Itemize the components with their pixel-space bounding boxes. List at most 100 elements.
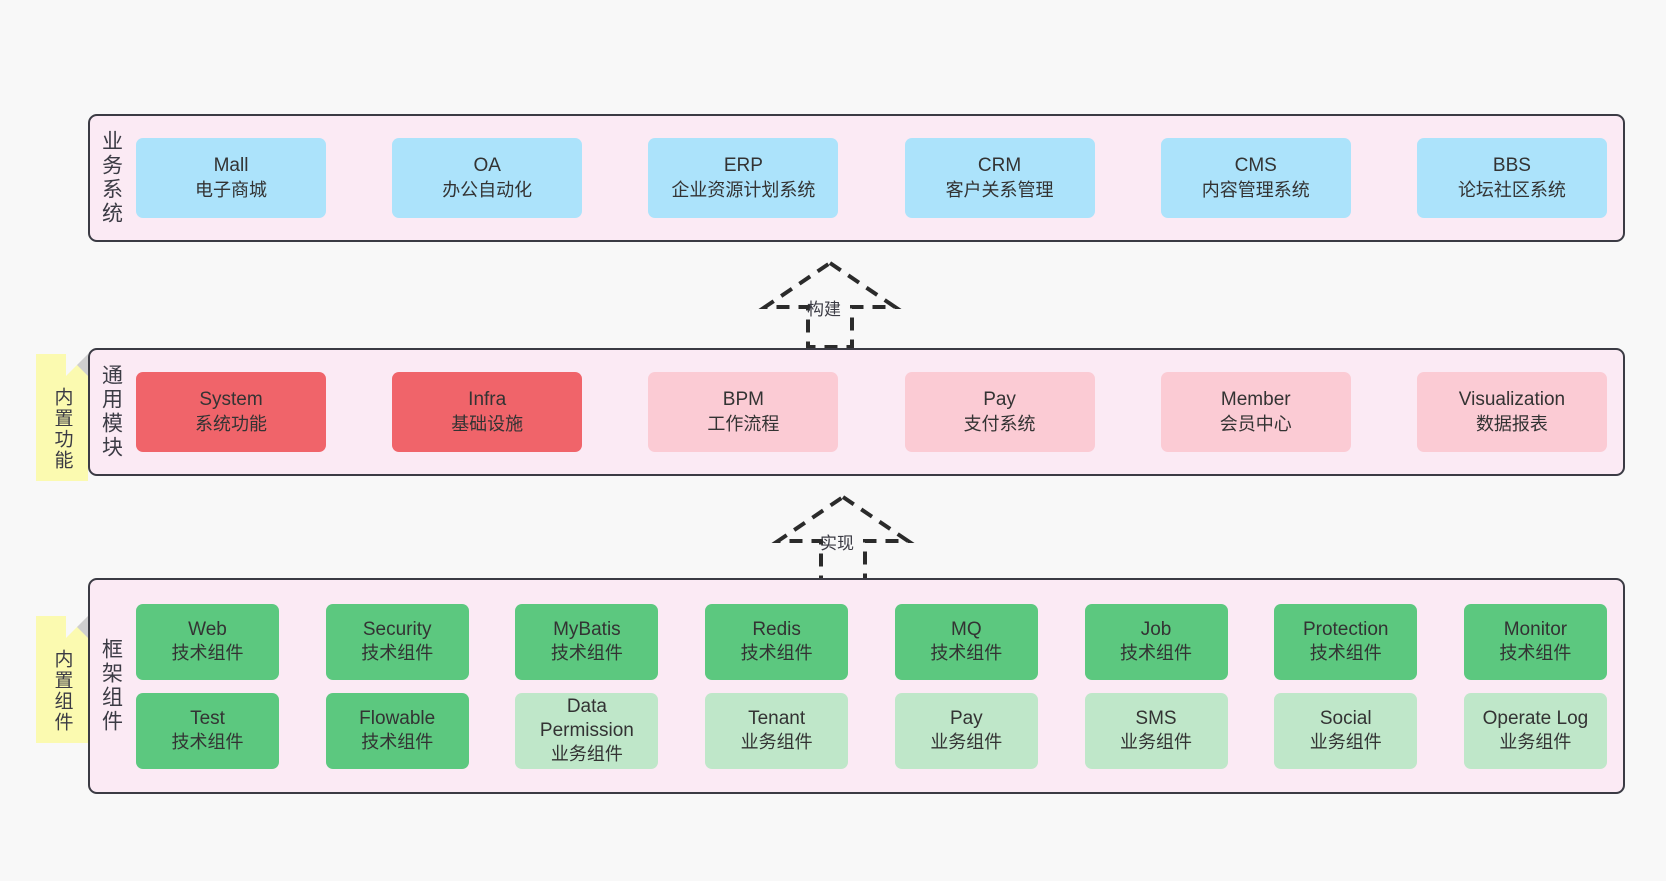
box-member-subtitle: 会员中心 — [1219, 413, 1292, 434]
box-pay-module-title: Pay — [983, 389, 1016, 411]
layer-body-common-module: System 系统功能 Infra 基础设施 BPM 工作流程 Pay 支付系统… — [132, 350, 1623, 474]
layer-title-common-module: 通用模块 — [99, 364, 123, 460]
box-job-title: Job — [1140, 618, 1172, 640]
box-mall-subtitle: 电子商城 — [195, 179, 267, 200]
note-fold-cut-icon — [66, 616, 88, 638]
box-redis-title: Redis — [752, 618, 801, 640]
box-infra[interactable]: Infra 基础设施 — [392, 372, 583, 452]
layer-title-framework-component: 框架组件 — [99, 638, 123, 734]
box-test[interactable]: Test 技术组件 — [136, 692, 279, 769]
box-security[interactable]: Security 技术组件 — [325, 603, 469, 680]
box-bbs-subtitle: 论坛社区系统 — [1457, 179, 1566, 200]
layer-framework-component: 框架组件 Web 技术组件 Security 技术组件 MyBatis 技术组件… — [88, 578, 1625, 794]
row-business-components: Test 技术组件 Flowable 技术组件 Data Permission … — [136, 692, 1607, 769]
box-pay-component[interactable]: Pay 业务组件 — [894, 692, 1038, 769]
box-visualization-title: Visualization — [1458, 389, 1566, 411]
box-pay-module-subtitle: 支付系统 — [963, 413, 1036, 434]
box-visualization[interactable]: Visualization 数据报表 — [1416, 372, 1607, 452]
box-redis[interactable]: Redis 技术组件 — [705, 603, 849, 680]
box-monitor[interactable]: Monitor 技术组件 — [1463, 603, 1607, 680]
box-bbs[interactable]: BBS 论坛社区系统 — [1416, 138, 1607, 218]
box-member[interactable]: Member 会员中心 — [1160, 372, 1351, 452]
box-erp[interactable]: ERP 企业资源计划系统 — [648, 138, 839, 218]
connector-implement-label: 实现 — [820, 534, 854, 553]
box-test-subtitle: 技术组件 — [171, 732, 244, 753]
box-social-title: Social — [1319, 707, 1372, 729]
row-business-systems: Mall 电子商城 OA 办公自动化 ERP 企业资源计划系统 CRM 客户关系… — [136, 138, 1607, 218]
box-bpm[interactable]: BPM 工作流程 — [648, 372, 839, 452]
layer-business-system: 业务系统 Mall 电子商城 OA 办公自动化 ERP 企业资源计划系统 CRM… — [88, 114, 1625, 242]
box-data-permission-subtitle: 业务组件 — [550, 744, 623, 765]
box-bbs-title: BBS — [1492, 155, 1531, 177]
box-mq[interactable]: MQ 技术组件 — [894, 603, 1038, 680]
box-crm[interactable]: CRM 客户关系管理 — [904, 138, 1095, 218]
box-operate-log[interactable]: Operate Log 业务组件 — [1463, 692, 1607, 769]
box-redis-subtitle: 技术组件 — [740, 643, 813, 664]
box-mq-title: MQ — [951, 618, 982, 640]
note-fold-cut-icon — [66, 354, 88, 376]
box-web-title: Web — [188, 618, 227, 640]
box-mybatis[interactable]: MyBatis 技术组件 — [515, 603, 659, 680]
box-monitor-subtitle: 技术组件 — [1499, 643, 1572, 664]
box-flowable[interactable]: Flowable 技术组件 — [325, 692, 469, 769]
box-cms-subtitle: 内容管理系统 — [1201, 179, 1310, 200]
box-infra-subtitle: 基础设施 — [451, 413, 524, 434]
box-oa-subtitle: 办公自动化 — [442, 179, 533, 200]
connector-implement: 实现 — [768, 489, 918, 584]
box-infra-title: Infra — [468, 389, 507, 411]
box-tenant-subtitle: 业务组件 — [740, 732, 813, 753]
box-social-subtitle: 业务组件 — [1309, 732, 1382, 753]
box-visualization-subtitle: 数据报表 — [1475, 413, 1548, 434]
connector-build: 构建 — [755, 255, 905, 350]
box-bpm-subtitle: 工作流程 — [707, 413, 780, 434]
box-operate-log-subtitle: 业务组件 — [1499, 732, 1572, 753]
box-sms-title: SMS — [1135, 707, 1177, 729]
note-builtin-feature-label: 内置功能 — [51, 386, 73, 471]
box-cms[interactable]: CMS 内容管理系统 — [1160, 138, 1351, 218]
layer-body-business-system: Mall 电子商城 OA 办公自动化 ERP 企业资源计划系统 CRM 客户关系… — [132, 116, 1623, 240]
layer-common-module: 通用模块 System 系统功能 Infra 基础设施 BPM 工作流程 Pay… — [88, 348, 1625, 476]
box-sms-subtitle: 业务组件 — [1120, 732, 1193, 753]
box-bpm-title: BPM — [722, 389, 764, 411]
box-web-subtitle: 技术组件 — [171, 643, 244, 664]
box-security-subtitle: 技术组件 — [361, 643, 434, 664]
box-protection-subtitle: 技术组件 — [1309, 643, 1382, 664]
box-mall-title: Mall — [213, 155, 249, 177]
layer-body-framework-component: Web 技术组件 Security 技术组件 MyBatis 技术组件 Redi… — [132, 580, 1623, 792]
layer-title-business-system: 业务系统 — [99, 130, 123, 226]
box-pay-component-title: Pay — [949, 707, 983, 729]
note-builtin-component: 内置组件 — [36, 616, 88, 743]
box-tenant[interactable]: Tenant 业务组件 — [705, 692, 849, 769]
box-operate-log-title: Operate Log — [1482, 707, 1589, 729]
box-job[interactable]: Job 技术组件 — [1084, 603, 1228, 680]
box-test-title: Test — [190, 707, 225, 729]
box-cms-title: CMS — [1234, 155, 1277, 177]
row-common-modules: System 系统功能 Infra 基础设施 BPM 工作流程 Pay 支付系统… — [136, 372, 1607, 452]
box-pay-module[interactable]: Pay 支付系统 — [904, 372, 1095, 452]
box-oa-title: OA — [473, 155, 501, 177]
box-system-subtitle: 系统功能 — [195, 413, 267, 434]
box-system[interactable]: System 系统功能 — [136, 372, 326, 452]
box-member-title: Member — [1220, 389, 1291, 411]
box-social[interactable]: Social 业务组件 — [1274, 692, 1418, 769]
box-sms[interactable]: SMS 业务组件 — [1084, 692, 1228, 769]
box-mybatis-subtitle: 技术组件 — [550, 643, 623, 664]
box-monitor-title: Monitor — [1503, 618, 1568, 640]
box-data-permission[interactable]: Data Permission 业务组件 — [515, 692, 659, 769]
box-security-title: Security — [362, 618, 432, 640]
row-tech-components: Web 技术组件 Security 技术组件 MyBatis 技术组件 Redi… — [136, 603, 1607, 680]
box-protection[interactable]: Protection 技术组件 — [1274, 603, 1418, 680]
box-mybatis-title: MyBatis — [553, 618, 621, 640]
note-builtin-feature: 内置功能 — [36, 354, 88, 481]
box-crm-title: CRM — [977, 155, 1022, 177]
box-mall[interactable]: Mall 电子商城 — [136, 138, 326, 218]
connector-build-shape — [758, 260, 902, 349]
box-oa[interactable]: OA 办公自动化 — [392, 138, 583, 218]
box-flowable-title: Flowable — [359, 707, 436, 729]
box-erp-title: ERP — [723, 155, 763, 177]
box-web[interactable]: Web 技术组件 — [136, 603, 279, 680]
box-tenant-title: Tenant — [748, 707, 806, 729]
box-system-title: System — [199, 389, 263, 411]
box-erp-subtitle: 企业资源计划系统 — [671, 179, 816, 200]
